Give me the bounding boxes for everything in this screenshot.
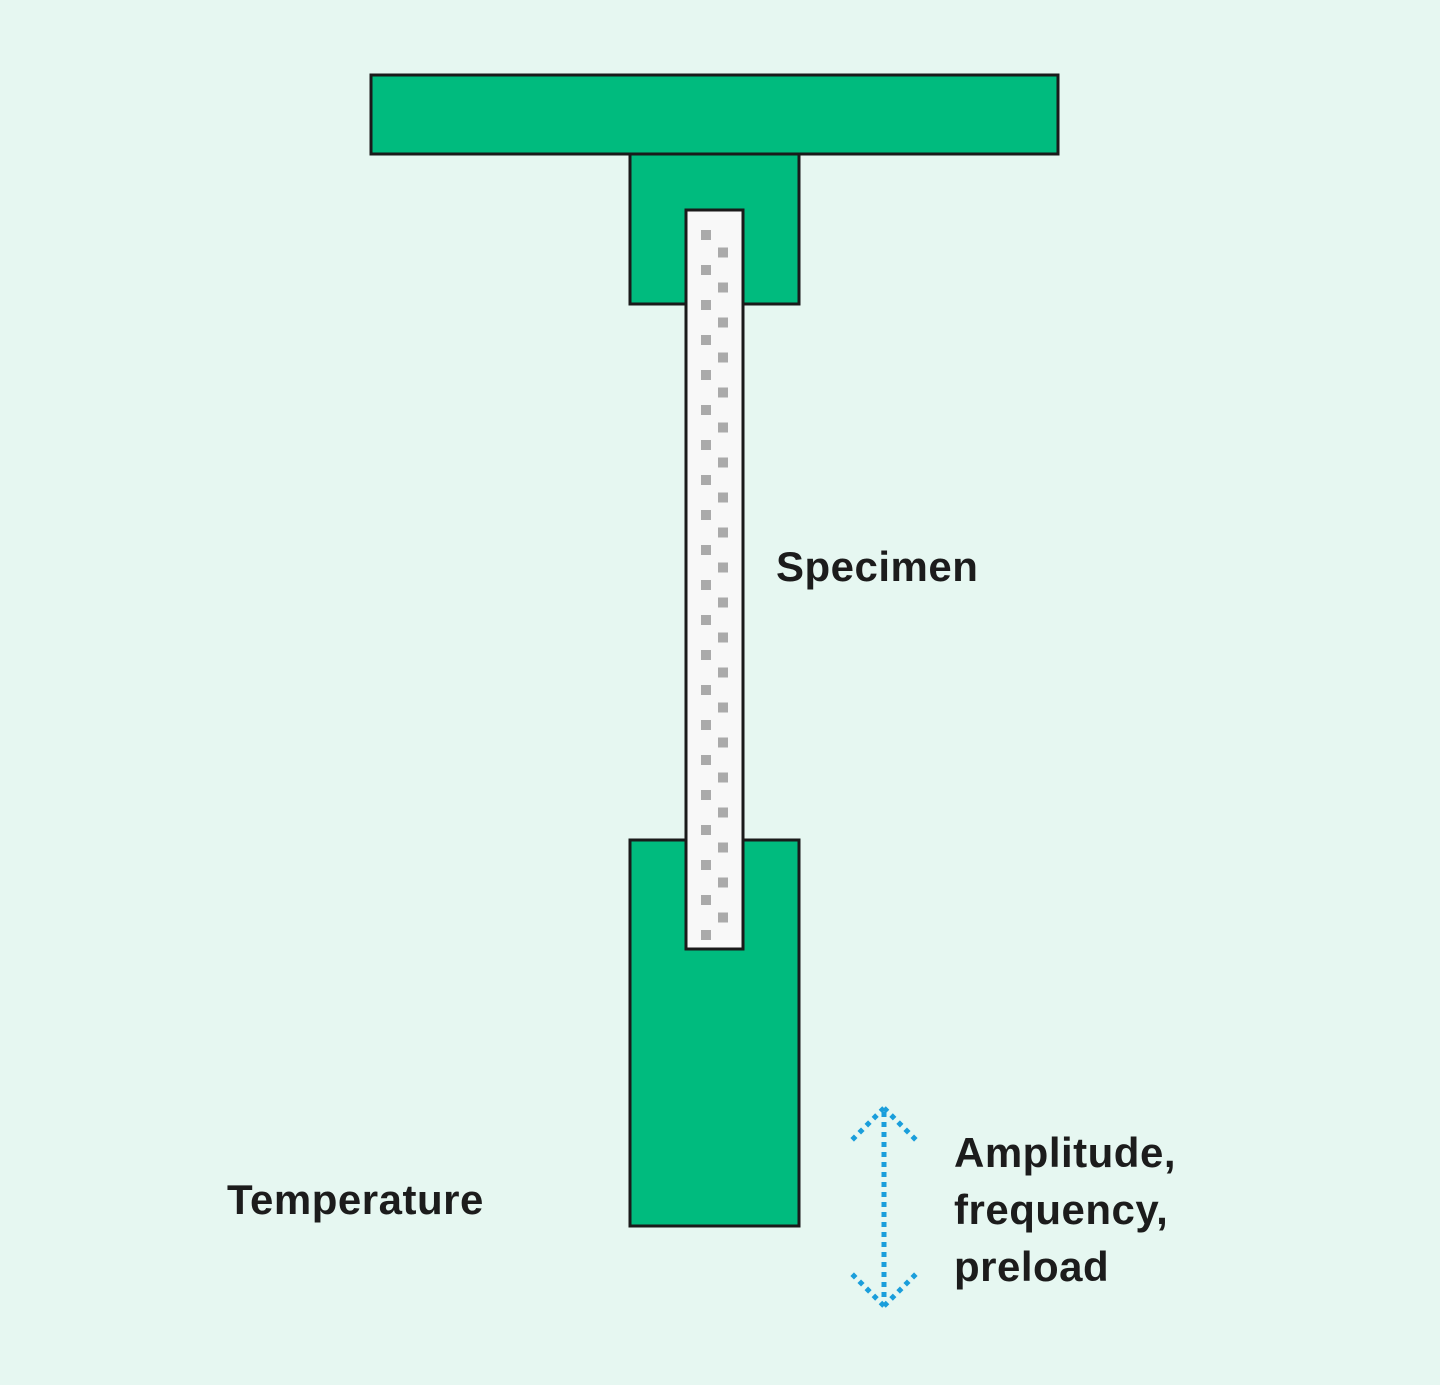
specimen-dot — [701, 545, 711, 555]
specimen-texture — [701, 230, 728, 940]
specimen-dot — [701, 860, 711, 870]
specimen-dot — [718, 282, 728, 293]
specimen-dot — [718, 737, 728, 748]
specimen-dot — [701, 230, 711, 240]
specimen-dot — [701, 300, 711, 310]
specimen-label: Specimen — [776, 543, 979, 590]
specimen-dot — [718, 387, 728, 398]
specimen-dot — [701, 370, 711, 380]
specimen-dot — [701, 475, 711, 485]
motion-arrow-icon — [847, 1106, 921, 1308]
specimen-dot — [718, 912, 728, 923]
amplitude-frequency-preload-label: Amplitude, frequency, preload — [954, 1124, 1176, 1295]
specimen-dot — [718, 842, 728, 853]
specimen-dot — [718, 352, 728, 363]
specimen-dot — [701, 755, 711, 765]
specimen-dot — [718, 597, 728, 608]
specimen-dot — [701, 580, 711, 590]
specimen-dot — [718, 562, 728, 573]
specimen-dot — [718, 422, 728, 433]
specimen-dot — [718, 702, 728, 713]
specimen-dot — [701, 510, 711, 520]
specimen-dot — [701, 895, 711, 905]
specimen-dot — [718, 247, 728, 258]
specimen-dot — [701, 790, 711, 800]
preload-label-line: preload — [954, 1243, 1110, 1290]
specimen-dot — [701, 405, 711, 415]
specimen-dot — [701, 615, 711, 625]
specimen-dot — [718, 667, 728, 678]
specimen-strip — [684, 208, 745, 951]
specimen-dot — [718, 457, 728, 468]
specimen-dot — [701, 650, 711, 660]
specimen-dot — [701, 685, 711, 695]
amplitude-label-line: Amplitude, — [954, 1129, 1176, 1176]
specimen-dot — [701, 440, 711, 450]
specimen-dot — [718, 492, 728, 503]
frequency-label-line: frequency, — [954, 1186, 1169, 1233]
specimen-dot — [718, 632, 728, 643]
specimen-dot — [701, 265, 711, 275]
temperature-label: Temperature — [227, 1176, 484, 1223]
specimen-dot — [718, 527, 728, 538]
specimen-dot — [718, 772, 728, 783]
specimen-dot — [718, 877, 728, 888]
top-crossbar — [369, 73, 1060, 156]
specimen-dot — [701, 825, 711, 835]
specimen-dot — [718, 807, 728, 818]
specimen-dot — [701, 335, 711, 345]
specimen-dot — [718, 317, 728, 328]
specimen-dot — [701, 720, 711, 730]
specimen-dot — [701, 930, 711, 940]
